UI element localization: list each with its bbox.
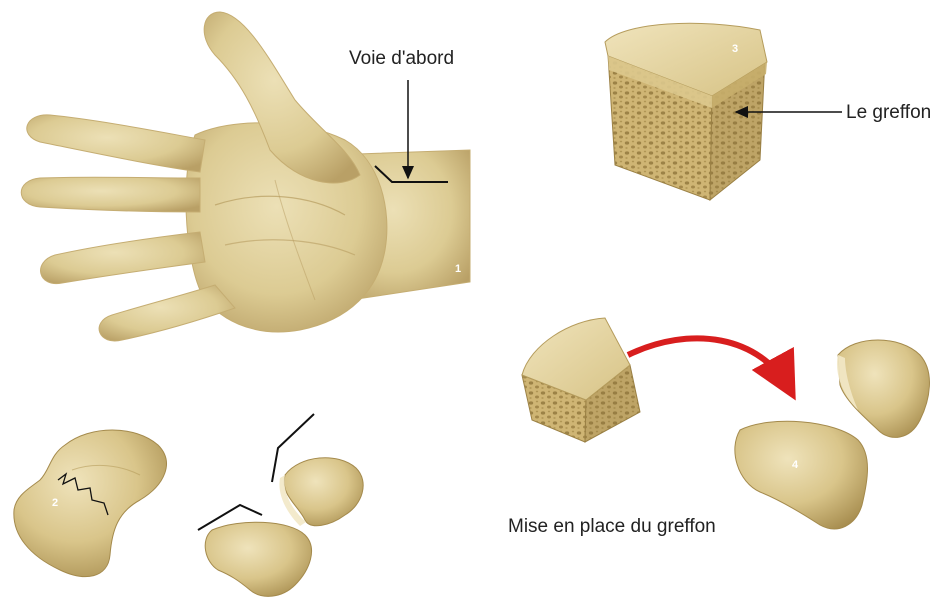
panel-number-4: 4 <box>792 459 799 471</box>
bone-fragment-lower <box>205 522 311 596</box>
bone-fragment-upper <box>279 458 363 526</box>
receiving-bone-lower <box>735 421 868 529</box>
placement-label: Mise en place du greffon <box>508 516 716 537</box>
panel-number-1: 1 <box>455 263 461 275</box>
approach-label: Voie d'abord <box>349 48 454 69</box>
placement-arrow <box>628 338 790 390</box>
graft-block-small <box>522 318 640 442</box>
fractured-bone <box>14 430 167 577</box>
graft-label: Le greffon <box>846 102 931 123</box>
receiving-bone-upper <box>837 340 929 437</box>
panel-number-2: 2 <box>52 497 58 509</box>
panel-number-3: 3 <box>732 43 738 55</box>
